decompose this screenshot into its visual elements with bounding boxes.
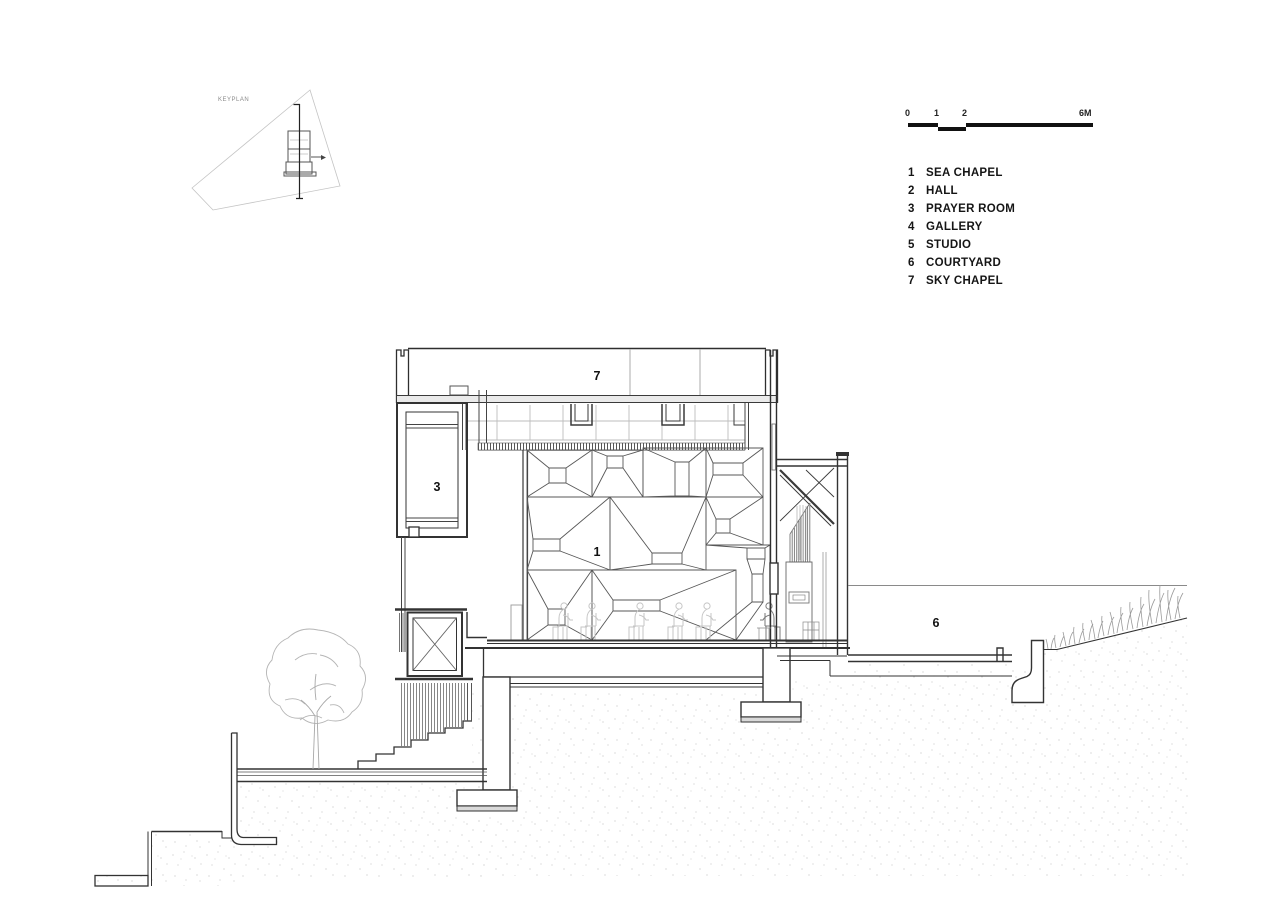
grass — [1045, 584, 1184, 650]
stair — [357, 683, 472, 769]
courtyard — [848, 584, 1188, 704]
scale-bar-segment — [966, 123, 1093, 127]
upper-retaining-wall — [230, 732, 278, 846]
loft-roof — [777, 458, 848, 467]
legend-name: HALL — [926, 185, 958, 197]
chapel-right-wall — [769, 350, 778, 648]
chapel-furniture — [510, 604, 523, 642]
lower-wall — [401, 537, 406, 652]
legend-num: 1 — [908, 167, 915, 179]
legend-item-5: 5 STUDIO — [908, 236, 1015, 254]
left-parapet — [395, 349, 410, 403]
roof-curb — [449, 385, 469, 396]
prayer-room — [396, 402, 468, 652]
keyplan-title: KEYPLAN — [218, 97, 250, 103]
sky-chapel-wall-joints — [629, 349, 701, 395]
keyplan-site-boundary — [191, 89, 341, 211]
legend-num: 2 — [908, 185, 915, 197]
room-legend: 1 SEA CHAPEL 2 HALL 3 PRAYER ROOM 4 GALL… — [908, 164, 1015, 290]
faceted-ceiling — [522, 447, 771, 641]
tree — [266, 628, 366, 770]
legend-item-4: 4 GALLERY — [908, 218, 1015, 236]
foundations — [456, 639, 1012, 812]
legend-num: 3 — [908, 203, 915, 215]
legend-name: STUDIO — [926, 239, 972, 251]
site-terraces — [94, 732, 487, 887]
scale-bar: 0 1 2 6M — [905, 108, 1105, 136]
right-retaining-wall — [1011, 639, 1045, 704]
downstand-beams — [570, 404, 746, 426]
legend-name: GALLERY — [926, 221, 983, 233]
legend-name: COURTYARD — [926, 257, 1002, 269]
legend-item-7: 7 SKY CHAPEL — [908, 272, 1015, 290]
slot-window — [771, 423, 776, 471]
label-prayer-room: 3 — [434, 480, 441, 494]
roof-braces — [779, 467, 835, 527]
crossed-panel — [395, 608, 487, 681]
scale-label-1: 1 — [934, 108, 940, 118]
congregation-figures — [552, 602, 717, 641]
legend-item-2: 2 HALL — [908, 182, 1015, 200]
roof-slab — [396, 395, 778, 403]
legend-num: 6 — [908, 257, 915, 269]
label-sky-chapel: 7 — [594, 369, 601, 383]
legend-name: PRAYER ROOM — [926, 203, 1016, 215]
scale-label-2: 2 — [962, 108, 968, 118]
left-pier — [482, 676, 511, 791]
keyplan — [191, 89, 341, 211]
keyplan-section-line — [293, 103, 303, 200]
legend-num: 4 — [908, 221, 915, 233]
legend-item-6: 6 COURTYARD — [908, 254, 1015, 272]
legend-item-1: 1 SEA CHAPEL — [908, 164, 1015, 182]
courtyard-slab — [848, 654, 1012, 663]
legend-name: SEA CHAPEL — [926, 167, 1003, 179]
scale-label-0: 0 — [905, 108, 911, 118]
label-courtyard: 6 — [933, 616, 940, 630]
section-arrow-icon — [321, 155, 326, 160]
keyplan-building-footprint — [283, 130, 326, 177]
ground-slope — [1042, 617, 1188, 651]
right-pier — [762, 647, 791, 703]
legend-name: SKY CHAPEL — [926, 275, 1003, 287]
balusters — [401, 683, 465, 747]
lowest-terrace-slab — [94, 874, 149, 887]
scale-bar-segment — [908, 123, 938, 127]
scale-label-6m: 6M — [1079, 108, 1092, 118]
legend-num: 5 — [908, 239, 915, 251]
legend-num: 7 — [908, 275, 915, 287]
label-sea-chapel: 1 — [594, 545, 601, 559]
organ-loft — [757, 350, 849, 655]
loft-items — [757, 552, 827, 647]
organ — [785, 502, 813, 643]
legend-item-3: 3 PRAYER ROOM — [908, 200, 1015, 218]
scale-bar-segment — [938, 127, 966, 131]
loft-right-wall — [836, 456, 849, 655]
